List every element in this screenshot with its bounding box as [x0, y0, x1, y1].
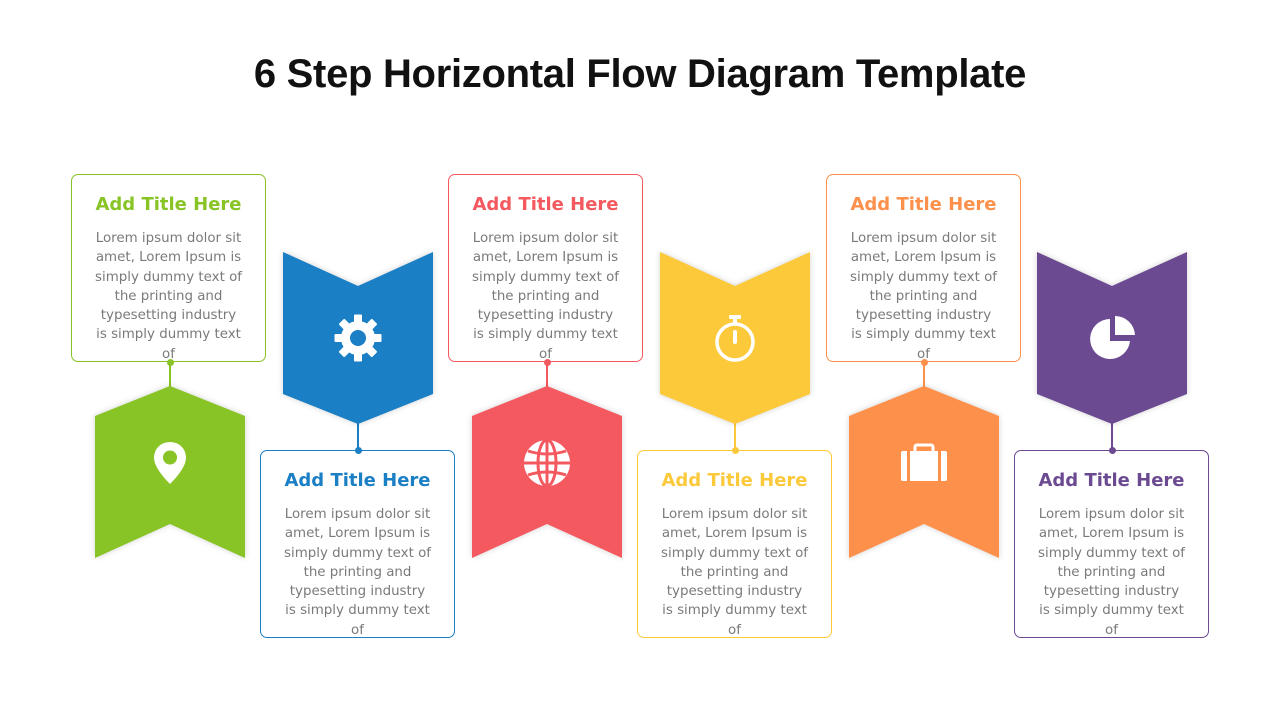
connector-dot: [1108, 447, 1116, 454]
step-title: Add Title Here: [472, 194, 619, 215]
globe-icon: [522, 438, 572, 488]
connector-dot: [543, 359, 551, 366]
step-title: Add Title Here: [661, 470, 808, 491]
step-description: Lorem ipsum dolor sit amet, Lorem Ipsum …: [850, 231, 997, 362]
connector-line: [169, 362, 171, 388]
step-description: Lorem ipsum dolor sit amet, Lorem Ipsum …: [95, 231, 242, 362]
connector-dot: [920, 359, 928, 366]
step-title: Add Title Here: [850, 194, 997, 215]
connector-dot: [354, 447, 362, 454]
step-description: Lorem ipsum dolor sit amet, Lorem Ipsum …: [284, 507, 431, 638]
step-title: Add Title Here: [95, 194, 242, 215]
connector-dot: [731, 447, 739, 454]
connector-line: [1111, 422, 1113, 450]
step-title: Add Title Here: [284, 470, 431, 491]
connector-line: [357, 422, 359, 450]
connector-line: [734, 422, 736, 450]
stopwatch-icon: [710, 313, 760, 363]
location-pin-icon: [145, 438, 195, 488]
step-description: Lorem ipsum dolor sit amet, Lorem Ipsum …: [1038, 507, 1185, 638]
step-description: Lorem ipsum dolor sit amet, Lorem Ipsum …: [472, 231, 619, 362]
step-title: Add Title Here: [1038, 470, 1185, 491]
step-description: Lorem ipsum dolor sit amet, Lorem Ipsum …: [661, 507, 808, 638]
gear-icon: [333, 313, 383, 363]
page-title: 6 Step Horizontal Flow Diagram Template: [253, 52, 1027, 96]
step-marker: [1037, 252, 1187, 424]
connector-dot: [166, 359, 174, 366]
pie-chart-icon: [1087, 313, 1137, 363]
briefcase-icon: [899, 438, 949, 488]
connector-line: [923, 362, 925, 388]
connector-line: [546, 362, 548, 388]
